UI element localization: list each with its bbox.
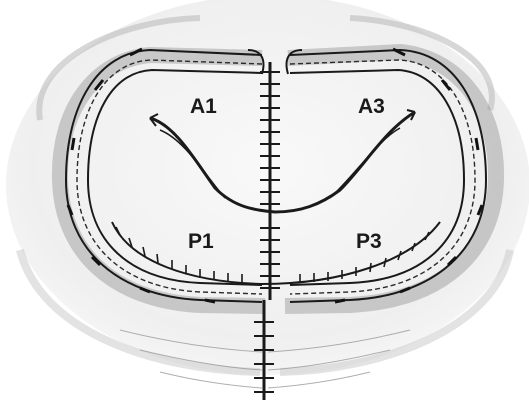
label-a1: A1 bbox=[190, 95, 217, 118]
label-p1: P1 bbox=[188, 230, 214, 253]
label-p3: P3 bbox=[356, 230, 382, 253]
label-a3: A3 bbox=[358, 95, 385, 118]
